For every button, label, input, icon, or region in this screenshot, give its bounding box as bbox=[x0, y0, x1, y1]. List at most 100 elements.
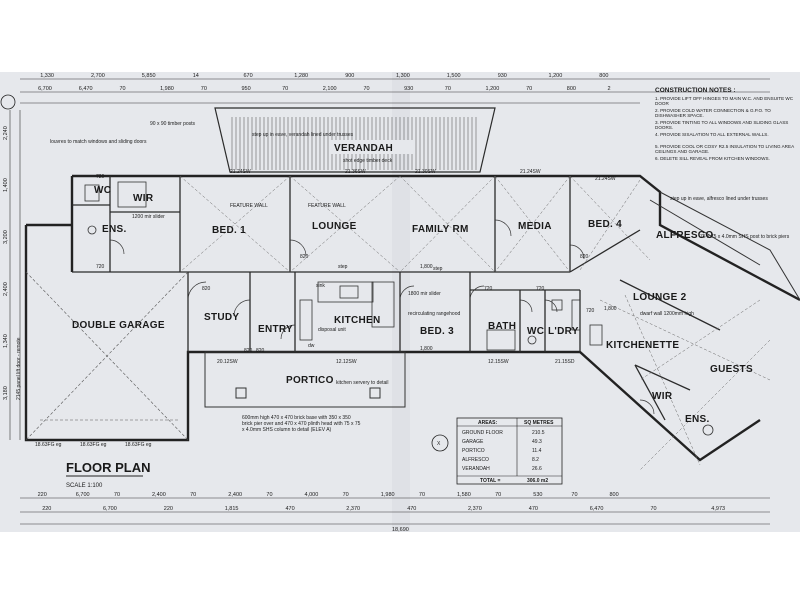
room-label-wc: WC bbox=[94, 185, 111, 196]
room-label-wc2: WC bbox=[527, 326, 544, 337]
bottom-dimension-label: 70 bbox=[190, 492, 196, 498]
garage-cross bbox=[25, 271, 189, 441]
interior-dimension-label: 1,800 bbox=[420, 346, 433, 352]
construction-notes-heading: CONSTRUCTION NOTES : bbox=[655, 87, 736, 94]
construction-note-item: 5. PROVIDE COOL OR COSY R2.5 INSULATION … bbox=[655, 144, 794, 154]
north-marker: X bbox=[0, 94, 449, 452]
construction-note-text: 2. PROVIDE COLD WATER CONNECTION & G.P.O… bbox=[655, 108, 771, 119]
top-dimension-label: 5,850 bbox=[142, 73, 156, 79]
bottom-dimension-label: 220 bbox=[38, 492, 47, 498]
bottom-dimension-label: 70 bbox=[343, 492, 349, 498]
room-label-double-garage: DOUBLE GARAGE bbox=[72, 320, 165, 331]
dishwasher-note: dw bbox=[308, 343, 315, 349]
top-dimension-label: 1,500 bbox=[447, 73, 461, 79]
top-dimension-label: 70 bbox=[201, 86, 207, 92]
interior-dimension-label: 720 bbox=[484, 286, 493, 292]
interior-dimension-label: 820 bbox=[256, 348, 265, 354]
areas-header-label: AREAS: bbox=[478, 420, 498, 426]
feature-wall-note-2: FEATURE WALL bbox=[308, 203, 346, 209]
room-label-kitchen: KITCHEN bbox=[334, 315, 381, 326]
window-code: 21.24SW bbox=[230, 169, 251, 175]
construction-note-item: 1. PROVIDE LIFT OFF HINGES TO MAIN W.C. … bbox=[655, 96, 793, 106]
left-dimension-label: 2,240 bbox=[3, 126, 9, 140]
bottom-dimension-label: 6,700 bbox=[103, 506, 117, 512]
interior-dimension-label: 720 bbox=[536, 286, 545, 292]
bottom-dimension-label: 1,815 bbox=[225, 506, 239, 512]
bottom-dimension-label: 800 bbox=[610, 492, 619, 498]
room-label-lounge: LOUNGE bbox=[312, 221, 357, 232]
shot-edge-note: shot edge timber deck bbox=[343, 158, 393, 164]
left-dimension-label: 1,400 bbox=[3, 178, 9, 192]
interior-dimension-label: 720 bbox=[96, 264, 105, 270]
top-dimension-label: 70 bbox=[526, 86, 532, 92]
bottom-dimension-label: 6,470 bbox=[590, 506, 604, 512]
bottom-dimension-label: 2,370 bbox=[468, 506, 482, 512]
areas-row-value: 26.6 bbox=[532, 466, 542, 472]
kitchen-servery-note: kitchen servery to detail bbox=[336, 380, 389, 386]
top-dimension-label: 800 bbox=[567, 86, 576, 92]
bottom-dimensions bbox=[20, 497, 770, 525]
interior-dimension-label: 1,800 bbox=[420, 264, 433, 270]
room-label-ens: ENS. bbox=[102, 224, 127, 235]
rangehood-note: recirculating rangehood bbox=[408, 311, 460, 317]
room-label-verandah: VERANDAH bbox=[334, 143, 393, 154]
verandah-area: VERANDAH bbox=[214, 107, 496, 173]
top-dimension-label: 14 bbox=[193, 73, 199, 79]
window-code: 18.63FG eg bbox=[125, 442, 152, 448]
room-label-entry: ENTRY bbox=[258, 324, 293, 335]
bottom-dimension-label: 2,370 bbox=[346, 506, 360, 512]
room-label-bath: BATH bbox=[488, 321, 516, 332]
bottom-dimension-label: 70 bbox=[651, 506, 657, 512]
room-label-family: FAMILY RM bbox=[412, 224, 469, 235]
feature-wall-note-1: FEATURE WALL bbox=[230, 203, 268, 209]
top-dimension-label: 2,700 bbox=[91, 73, 105, 79]
disposal-note: disposal unit bbox=[318, 327, 346, 333]
alfresco-area bbox=[649, 191, 800, 301]
left-dimension-label: 1,340 bbox=[3, 334, 9, 348]
room-label-kitchenette: KITCHENETTE bbox=[606, 340, 679, 351]
window-code: 20.12SW bbox=[217, 359, 238, 365]
areas-header-value: SQ METRES bbox=[524, 420, 554, 426]
top-dimension-label: 800 bbox=[599, 73, 608, 79]
top-dimension-label: 2 bbox=[608, 86, 611, 92]
left-dimensions bbox=[9, 110, 21, 440]
areas-row-label: GROUND FLOOR bbox=[462, 430, 503, 436]
room-label-guests: GUESTS bbox=[710, 364, 753, 375]
window-code: 12.12SW bbox=[336, 359, 357, 365]
top-dimension-label: 1,300 bbox=[396, 73, 410, 79]
areas-row-label: PORTICO bbox=[462, 448, 485, 454]
room-label-wir2: WIR bbox=[652, 391, 673, 402]
top-dimension-label: 70 bbox=[120, 86, 126, 92]
room-label-ens2: ENS. bbox=[685, 414, 710, 425]
timber-posts-note: 90 x 90 timber posts bbox=[150, 121, 196, 127]
window-code: 21.15SD bbox=[555, 359, 575, 365]
garage-door-note: 2145 panel lift door - remote bbox=[16, 337, 22, 400]
interior-dimension-label: 820 bbox=[244, 348, 253, 354]
room-label-alfresco: ALFRESCO bbox=[656, 230, 713, 241]
top-dimension-label: 930 bbox=[498, 73, 507, 79]
construction-note-item: 3. PROVIDE TINTING TO ALL WINDOWS AND SL… bbox=[655, 120, 789, 131]
construction-note-item: 6. DELETE SILL REVEAL FROM KITCHEN WINDO… bbox=[655, 156, 770, 161]
top-dimension-label: 1,980 bbox=[160, 86, 174, 92]
construction-note-text: 6. DELETE SILL REVEAL FROM KITCHEN WINDO… bbox=[655, 156, 770, 161]
construction-note-text: 3. PROVIDE TINTING TO ALL WINDOWS AND SL… bbox=[655, 120, 789, 131]
mirror-slider-note-2: 1800 mir slider bbox=[408, 291, 441, 297]
shs-post-note: 75 x 75 x 4.0mm SHS post to brick piers bbox=[700, 234, 790, 240]
window-code: 21.36SW bbox=[345, 169, 366, 175]
bottom-dimension-label: 220 bbox=[164, 506, 173, 512]
window-code: 21.30SW bbox=[415, 169, 436, 175]
paper-fold bbox=[392, 72, 410, 532]
pier-note: 600mm high 470 x 470 brick base with 350… bbox=[242, 415, 361, 433]
drawing-title: FLOOR PLAN bbox=[66, 460, 151, 475]
louvres-note: louvres to match windows and sliding doo… bbox=[50, 139, 147, 145]
top-dimension-label: 70 bbox=[445, 86, 451, 92]
dwarf-wall-note: dwarf wall 1200mm high bbox=[640, 311, 694, 317]
construction-notes: CONSTRUCTION NOTES : 1. PROVIDE LIFT OFF… bbox=[655, 87, 794, 161]
construction-note-item: 2. PROVIDE COLD WATER CONNECTION & G.P.O… bbox=[655, 108, 771, 119]
sink-note: sink bbox=[316, 283, 325, 289]
bottom-dimension-label: 470 bbox=[286, 506, 295, 512]
